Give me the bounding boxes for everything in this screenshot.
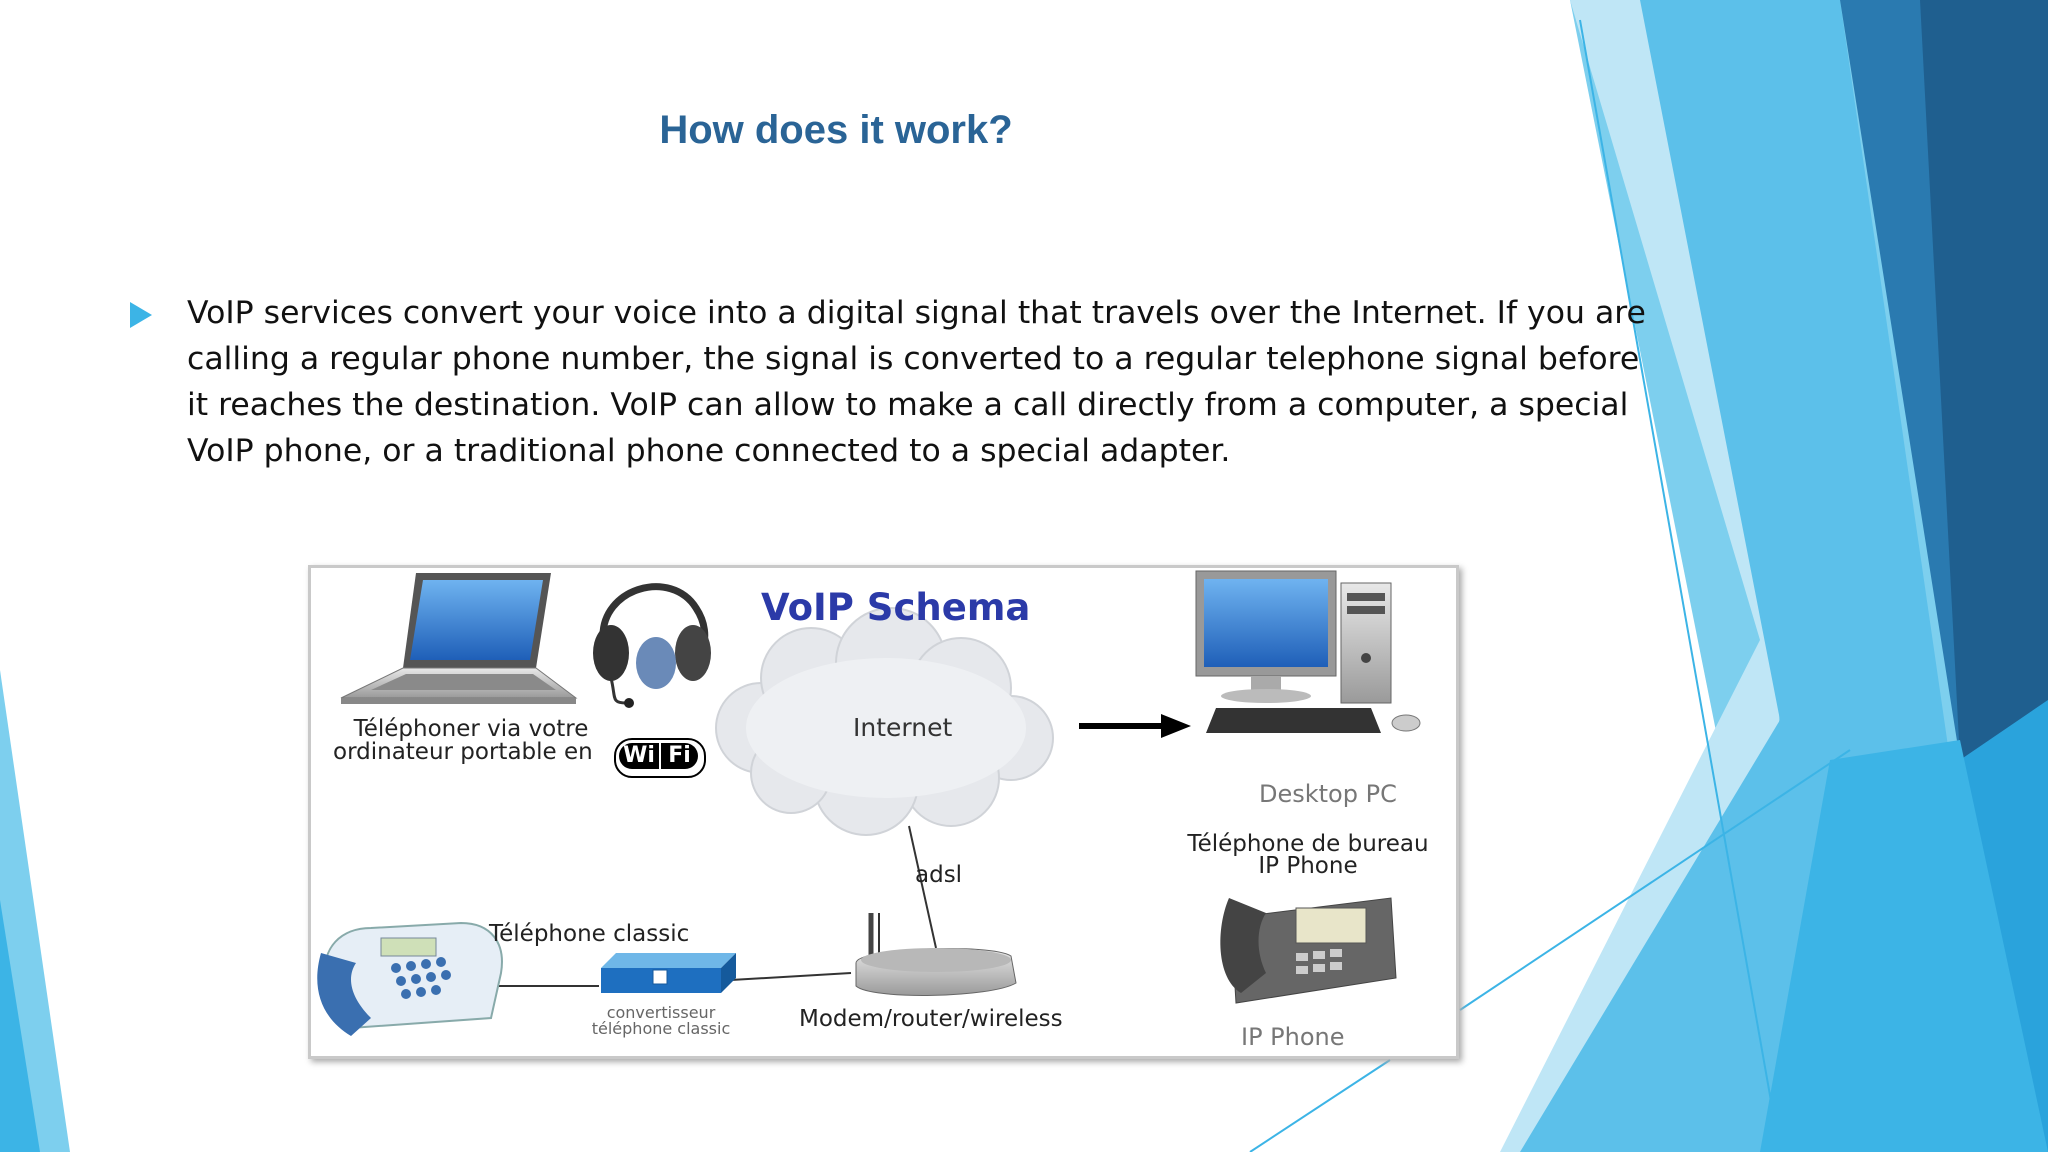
- deco-facet-bright: [1760, 740, 2048, 1152]
- laptop-label-line1: Téléphoner via votre: [353, 716, 589, 742]
- deco-line: [1459, 749, 1851, 1011]
- classic-phone-label: Téléphone classic: [489, 921, 690, 947]
- deco-line: [1579, 19, 1781, 1152]
- deco-facet-dark: [1920, 0, 2048, 760]
- office-phone-label-line1: Téléphone de bureau: [1187, 831, 1429, 857]
- ip-phone-label: IP Phone: [1241, 1023, 1345, 1051]
- headset-icon: [593, 583, 711, 708]
- laptop-label-line2: ordinateur portable en: [333, 739, 593, 765]
- ip-phone-icon: [1220, 897, 1397, 1004]
- adapter-label-line1: convertisseur: [606, 1003, 716, 1022]
- voip-schema-diagram: VoIP Schema Téléphoner via votre ordinat…: [308, 565, 1459, 1059]
- laptop-icon: [340, 573, 578, 704]
- connection-lines: [493, 825, 937, 987]
- adsl-label: adsl: [915, 862, 963, 888]
- adapter-label-line2: téléphone classic: [591, 1019, 731, 1038]
- wifi-logo-left: Wi: [619, 743, 659, 769]
- deco-facet-left-dark: [0, 900, 40, 1152]
- bullet-text: VoIP services convert your voice into a …: [187, 295, 1646, 469]
- deco-line: [1249, 1059, 1391, 1152]
- modem-label: Modem/router/wireless: [799, 1006, 1063, 1032]
- arrow-to-desktop: [1079, 714, 1191, 738]
- internet-cloud: [715, 607, 1054, 836]
- diagram-graphics: [317, 570, 1421, 1036]
- classic-phone-icon: [317, 921, 503, 1036]
- desktop-pc-icon: [1195, 570, 1421, 733]
- slide-title: How does it work?: [659, 108, 1013, 152]
- office-phone-label-line2: IP Phone: [1258, 853, 1358, 879]
- wifi-logo: Wi Fi: [614, 738, 706, 778]
- modem-router-icon: [855, 913, 1017, 996]
- adapter-box-icon: [601, 953, 736, 993]
- wifi-logo-right: Fi: [661, 743, 698, 769]
- desktop-pc-label: Desktop PC: [1259, 780, 1397, 808]
- diagram-title: VoIP Schema: [761, 586, 1031, 629]
- internet-label: Internet: [853, 713, 953, 742]
- bullet-arrow-icon: [130, 302, 152, 328]
